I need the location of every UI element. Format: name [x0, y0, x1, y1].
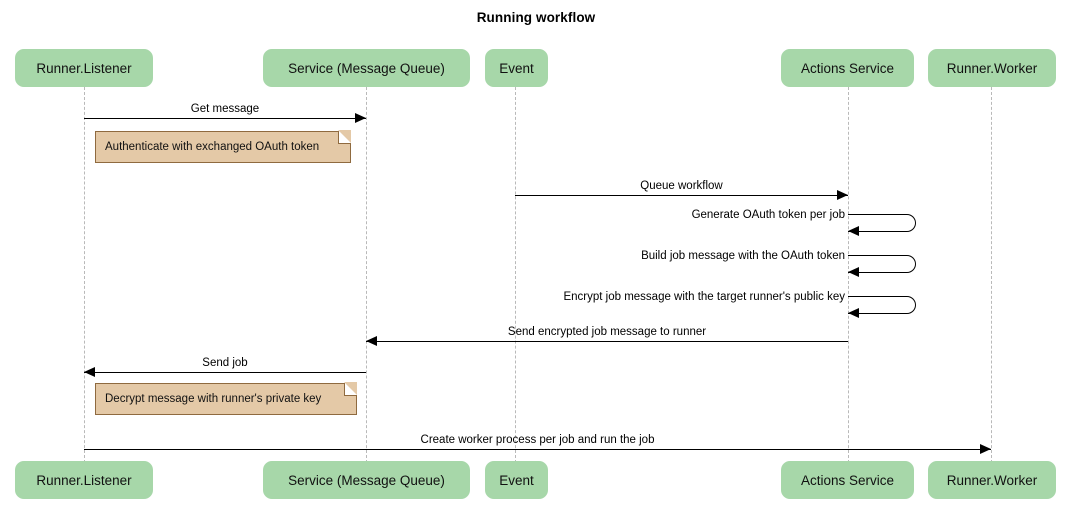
- participant-runner-worker-top[interactable]: Runner.Worker: [928, 49, 1056, 87]
- arrowhead-left-icon: [848, 226, 859, 236]
- message-label-generate-oauth-token: Generate OAuth token per job: [691, 209, 845, 221]
- message-arrow-send-job: [84, 372, 366, 373]
- page-title: Running workflow: [476, 10, 596, 25]
- message-label-get-message: Get message: [190, 103, 260, 115]
- self-call-loop-generate-oauth-token: [848, 214, 916, 232]
- lifeline-runner-listener: [84, 87, 85, 463]
- participant-label: Event: [499, 472, 534, 488]
- participant-label: Runner.Worker: [946, 472, 1038, 488]
- self-call-loop-build-job-message: [848, 255, 916, 273]
- message-label-send-job: Send job: [202, 357, 248, 369]
- participant-label: Runner.Listener: [36, 472, 132, 488]
- participant-label: Runner.Listener: [36, 60, 132, 76]
- participant-runner-listener-bottom[interactable]: Runner.Listener: [15, 461, 153, 499]
- participant-runner-worker-bottom[interactable]: Runner.Worker: [928, 461, 1056, 499]
- message-label-build-job-message: Build job message with the OAuth token: [641, 250, 845, 262]
- message-arrow-send-encrypted-job-message: [366, 341, 848, 342]
- participant-label: Service (Message Queue): [288, 60, 445, 76]
- arrowhead-left-icon: [848, 308, 859, 318]
- participant-event-top[interactable]: Event: [485, 49, 548, 87]
- participant-label: Event: [499, 60, 534, 76]
- participant-event-bottom[interactable]: Event: [485, 461, 548, 499]
- participant-actions-service-bottom[interactable]: Actions Service: [781, 461, 914, 499]
- arrowhead-right-icon: [355, 113, 366, 123]
- lifeline-event: [515, 87, 516, 463]
- participant-service-mq-top[interactable]: Service (Message Queue): [263, 49, 470, 87]
- note-decrypt: Decrypt message with runner's private ke…: [95, 382, 357, 415]
- message-label-queue-workflow: Queue workflow: [640, 180, 723, 192]
- lifeline-service-mq: [366, 87, 367, 463]
- self-call-loop-encrypt-job-message: [848, 296, 916, 314]
- note-text: Authenticate with exchanged OAuth token: [105, 141, 320, 153]
- arrowhead-right-icon: [837, 190, 848, 200]
- message-arrow-get-message: [84, 118, 366, 119]
- participant-service-mq-bottom[interactable]: Service (Message Queue): [263, 461, 470, 499]
- message-arrow-create-worker-process: [84, 449, 991, 450]
- lifeline-runner-worker: [991, 87, 992, 463]
- message-label-send-encrypted-job-message: Send encrypted job message to runner: [507, 326, 707, 338]
- participant-label: Actions Service: [800, 472, 895, 488]
- participant-runner-listener-top[interactable]: Runner.Listener: [15, 49, 153, 87]
- participant-label: Runner.Worker: [946, 60, 1038, 76]
- participant-label: Actions Service: [800, 60, 895, 76]
- note-fold-corner-icon: [344, 382, 357, 396]
- arrowhead-right-icon: [980, 444, 991, 454]
- note-fold-corner-icon: [338, 130, 351, 144]
- arrowhead-left-icon: [84, 367, 95, 377]
- participant-label: Service (Message Queue): [288, 472, 445, 488]
- note-authenticate: Authenticate with exchanged OAuth token: [95, 130, 351, 163]
- message-arrow-queue-workflow: [515, 195, 848, 196]
- arrowhead-left-icon: [848, 267, 859, 277]
- message-label-create-worker-process: Create worker process per job and run th…: [420, 434, 655, 446]
- participant-actions-service-top[interactable]: Actions Service: [781, 49, 914, 87]
- message-label-encrypt-job-message: Encrypt job message with the target runn…: [563, 291, 845, 303]
- note-text: Decrypt message with runner's private ke…: [105, 393, 322, 405]
- arrowhead-left-icon: [366, 336, 377, 346]
